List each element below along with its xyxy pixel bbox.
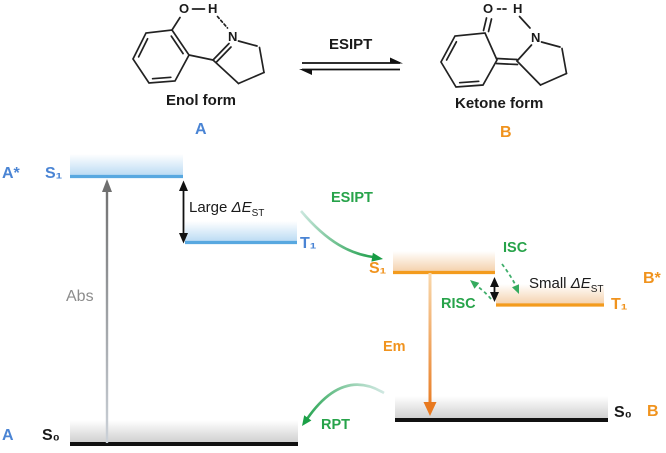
- label-b-bottom: B: [647, 403, 659, 420]
- ketone-tag: B: [500, 124, 512, 141]
- label-abs: Abs: [66, 288, 94, 305]
- s0-level-b: [395, 396, 608, 422]
- ketone-structure: [440, 8, 568, 88]
- enol-tag: A: [195, 121, 207, 138]
- em-arrow: [423, 273, 437, 416]
- enol-structure: [132, 8, 265, 85]
- label-b-star: B*: [643, 270, 661, 287]
- label-s1-b: S₁: [369, 260, 387, 277]
- small-gap-prefix: Small: [529, 275, 571, 292]
- small-gap-label: Small ΔEST: [529, 276, 604, 295]
- ketone-nitrogen-label: N: [531, 30, 541, 45]
- scheme-esipt-label: ESIPT: [329, 36, 373, 53]
- large-gap-prefix: Large: [189, 199, 232, 216]
- label-em: Em: [383, 339, 406, 355]
- label-a-bottom: A: [2, 427, 14, 444]
- label-s0-b: S₀: [614, 404, 632, 421]
- t1-level-a: [185, 221, 297, 245]
- label-isc: ISC: [503, 240, 528, 256]
- ketone-form-label: Ketone form: [455, 95, 544, 112]
- s1-level-a: [70, 154, 183, 179]
- large-gap-label: Large ΔEST: [189, 200, 264, 219]
- label-s1-a: S₁: [45, 165, 63, 182]
- s1-level-b: [393, 251, 495, 275]
- enol-oxygen-label: O: [179, 1, 190, 16]
- label-esipt: ESIPT: [331, 190, 373, 206]
- label-t1-b: T₁: [611, 296, 628, 313]
- large-gap-arrow: [179, 180, 188, 244]
- t1-level-b: [496, 284, 604, 307]
- enol-hydrogen-label: H: [208, 1, 218, 16]
- label-a-star: A*: [2, 165, 20, 182]
- rpt-arrow: [302, 383, 385, 426]
- large-gap-sub: ST: [251, 208, 265, 219]
- label-rpt: RPT: [321, 417, 350, 433]
- ketone-oxygen-label: O: [483, 1, 494, 16]
- label-t1-a: T₁: [300, 235, 317, 252]
- small-gap-symbol: ΔE: [570, 275, 591, 292]
- enol-nitrogen-label: N: [228, 29, 238, 44]
- small-gap-arrow: [490, 277, 499, 302]
- small-gap-sub: ST: [590, 284, 604, 295]
- enol-form-label: Enol form: [166, 92, 236, 109]
- label-risc: RISC: [441, 296, 476, 312]
- large-gap-symbol: ΔE: [231, 199, 252, 216]
- label-s0-a: S₀: [42, 427, 60, 444]
- equilibrium-arrows: [299, 57, 403, 75]
- isc-arrow: [501, 263, 519, 294]
- s0-level-a: [70, 420, 298, 446]
- esipt-arrow: [300, 210, 383, 262]
- risc-arrow: [470, 280, 492, 300]
- ketone-hydrogen-label: H: [513, 1, 523, 16]
- abs-arrow: [102, 179, 112, 443]
